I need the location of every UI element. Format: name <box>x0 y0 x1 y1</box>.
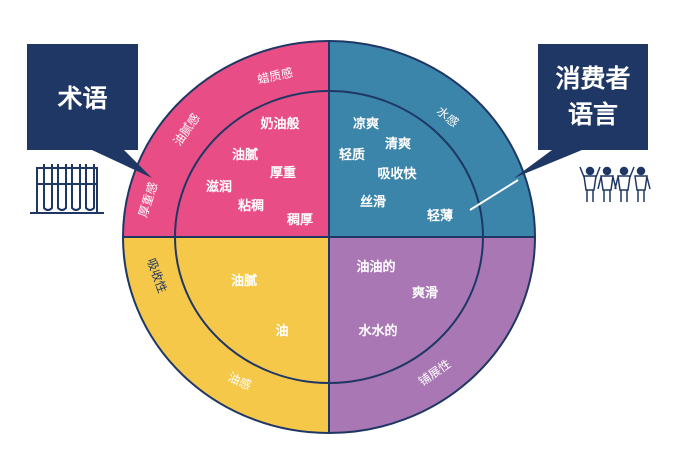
tr-inner-label-4: 吸收快 <box>377 166 417 182</box>
quadrant-bottom-left <box>123 237 329 433</box>
tr-inner-label-3: 轻质 <box>339 147 365 163</box>
tl-inner-label-1: 奶油般 <box>259 116 299 132</box>
consumers-group-icon <box>579 166 651 202</box>
bl-inner-label-1: 油腻 <box>231 273 257 289</box>
tr-inner-label-6: 轻薄 <box>427 208 453 224</box>
tr-inner-label-5: 丝滑 <box>360 194 386 210</box>
tr-inner-label-1: 凉爽 <box>353 116 379 132</box>
tl-inner-label-2: 油腻 <box>232 147 258 163</box>
bl-inner-label-2: 油 <box>275 323 288 339</box>
quadrant-top-left <box>123 41 329 237</box>
quadrant-top-right <box>329 41 535 237</box>
tl-inner-label-5: 粘稠 <box>237 198 264 214</box>
callout-terminology-label: 术语 <box>57 84 108 113</box>
callout-terminology: 术语 <box>27 44 138 150</box>
br-inner-label-3: 水水的 <box>358 323 397 339</box>
br-inner-label-1: 油油的 <box>356 259 395 275</box>
callout-consumer-line1: 消费者 <box>555 64 631 93</box>
quadrant-bottom-right <box>329 237 535 433</box>
callout-right-leader <box>469 179 519 211</box>
br-inner-label-2: 爽滑 <box>412 285 438 301</box>
tr-inner-label-2: 清爽 <box>385 136 411 152</box>
callout-right-pointer <box>514 150 582 178</box>
tl-outer-label-1: 蜡质感 <box>256 65 294 87</box>
test-tubes-icon <box>30 164 104 214</box>
tl-inner-label-3: 厚重 <box>270 165 296 181</box>
tl-inner-label-4: 滋润 <box>206 179 232 195</box>
callout-consumer-line2: 语言 <box>567 100 618 129</box>
callout-left-pointer <box>92 150 152 178</box>
tl-inner-label-6: 稠厚 <box>287 212 313 228</box>
callout-consumer-language: 消费者 语言 <box>538 44 648 150</box>
